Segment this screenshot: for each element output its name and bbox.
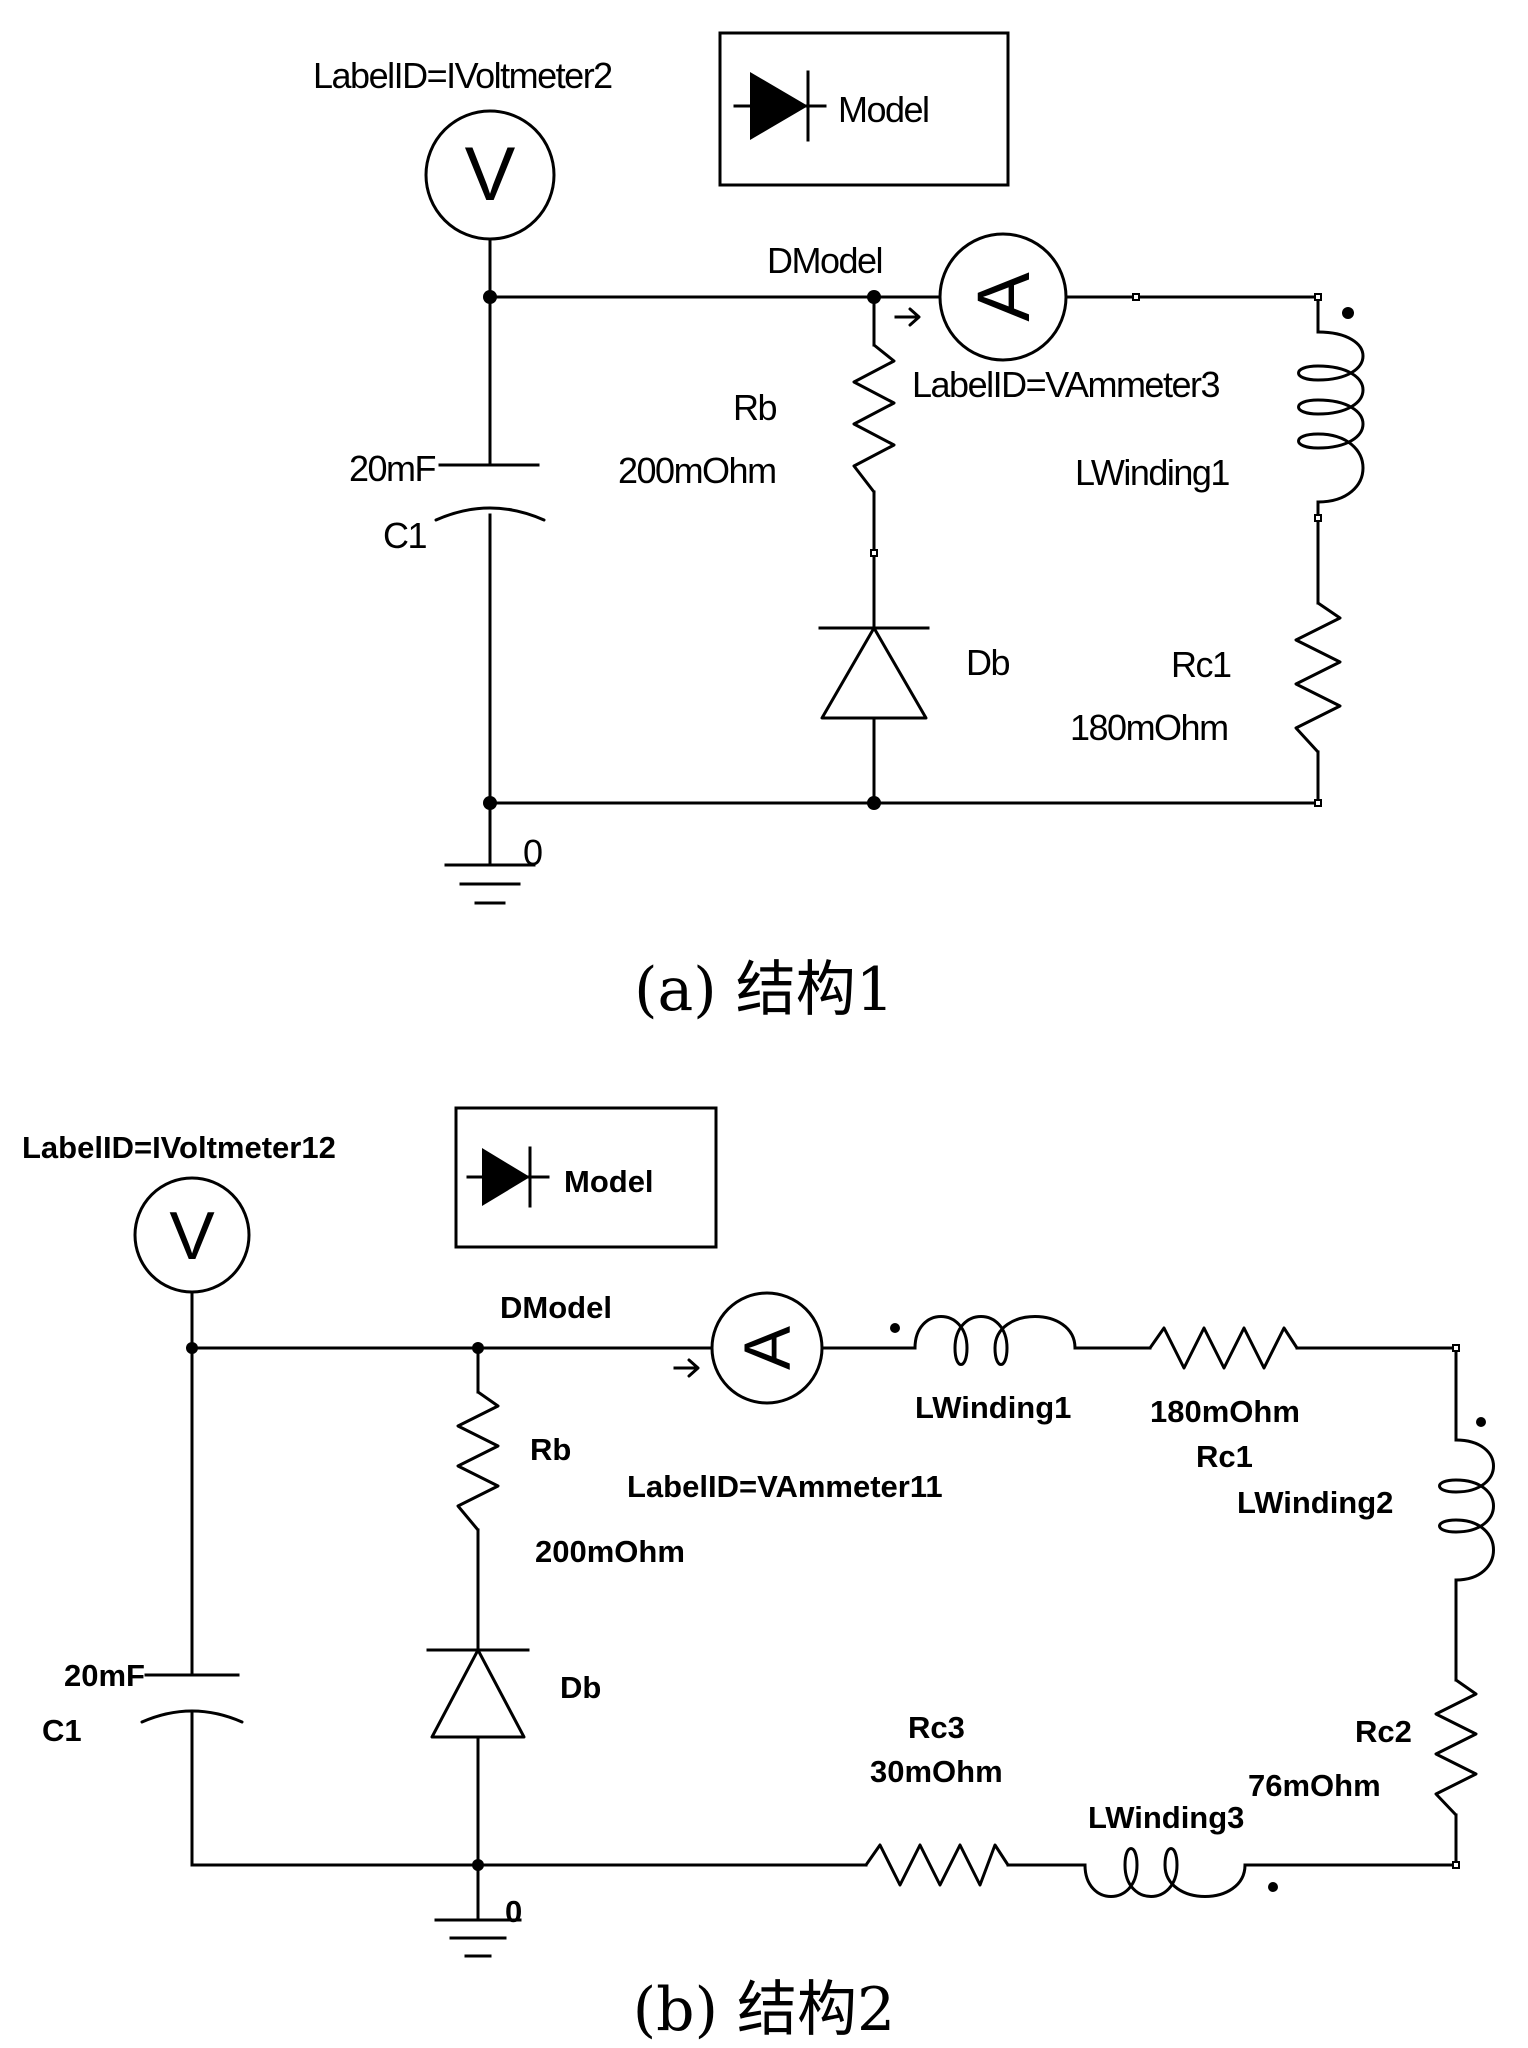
- polarity-dot: [1342, 307, 1354, 319]
- cap-name-a: C1: [383, 515, 426, 556]
- lwinding1-label-b: LWinding1: [915, 1390, 1071, 1425]
- pin-marker: [870, 549, 878, 557]
- schematic-b: LabelID=IVoltmeter12 V Model: [22, 1106, 1495, 2045]
- junction-dot: [483, 796, 497, 810]
- arrow-icon: [673, 1358, 700, 1378]
- model-box-a: [718, 31, 1010, 187]
- cap-name-b: C1: [42, 1713, 82, 1748]
- pin-marker: [1314, 514, 1322, 522]
- lwinding2-label-b: LWinding2: [1237, 1485, 1393, 1520]
- junction-dot: [483, 290, 497, 304]
- diode-db-a: [818, 626, 930, 720]
- rb-name-b: Rb: [530, 1432, 571, 1467]
- resistor-rc1-a: [1294, 601, 1342, 754]
- rc1-value-a: 180mOhm: [1070, 707, 1228, 748]
- rb-value-b: 200mOhm: [535, 1534, 685, 1569]
- resistor-rc2-b: [1434, 1678, 1478, 1817]
- resistor-rb-a: [852, 343, 896, 494]
- diode-icon: [733, 70, 827, 142]
- cap-value-b: 20mF: [64, 1658, 145, 1693]
- ammeter-symbol-b: A: [730, 1326, 804, 1370]
- inductor-lwinding2-b: [1438, 1438, 1495, 1582]
- lwinding1-label-a: LWinding1: [1075, 452, 1229, 493]
- rc2-value-b: 76mOhm: [1248, 1768, 1381, 1803]
- lwinding3-label-b: LWinding3: [1088, 1800, 1244, 1835]
- junction-dot: [867, 796, 881, 810]
- junction-dot: [867, 290, 881, 304]
- cap-value-a: 20mF: [349, 448, 436, 489]
- pin-marker: [1452, 1861, 1460, 1869]
- ground-symbol-a: [444, 863, 536, 905]
- ammeter-label-b: LabelID=VAmmeter11: [627, 1469, 943, 1504]
- rc3-name-b: Rc3: [908, 1710, 965, 1745]
- db-label-a: Db: [966, 642, 1009, 683]
- diode-icon: [466, 1146, 550, 1208]
- junction-dot: [472, 1342, 484, 1354]
- rc1-value-b: 180mOhm: [1150, 1394, 1300, 1429]
- resistor-rc1-b: [1148, 1326, 1299, 1370]
- diode-db-b: [426, 1648, 530, 1739]
- rb-name-a: Rb: [733, 387, 776, 428]
- rc1-name-a: Rc1: [1171, 644, 1231, 685]
- ammeter-symbol-a: A: [962, 272, 1045, 322]
- ammeter-b: [710, 1291, 824, 1405]
- polarity-dot: [1268, 1882, 1278, 1892]
- voltmeter-symbol-b: V: [169, 1198, 215, 1274]
- polarity-dot: [1476, 1417, 1486, 1427]
- capacitor-c1-a: [434, 463, 546, 522]
- caption-a: (a) 结构1: [634, 955, 894, 1025]
- model-label-a: Model: [838, 89, 929, 130]
- resistor-rb-b: [456, 1390, 500, 1532]
- model-box-b: [454, 1106, 718, 1249]
- rc2-name-b: Rc2: [1355, 1714, 1412, 1749]
- inductor-lwinding1-b: [913, 1315, 1077, 1366]
- capacitor-c1-b: [140, 1673, 244, 1724]
- db-label-b: Db: [560, 1670, 601, 1705]
- ammeter-label-a: LabelID=VAmmeter3: [912, 364, 1219, 405]
- dmodel-label-b: DModel: [500, 1290, 612, 1325]
- schematic-a: LabelID=IVoltmeter2 V Model 0: [313, 31, 1365, 1025]
- resistor-rc3-b: [864, 1843, 1010, 1887]
- junction-dot: [186, 1342, 198, 1354]
- junction-dot: [472, 1859, 484, 1871]
- voltmeter-label-a: LabelID=IVoltmeter2: [313, 55, 612, 96]
- inductor-lwinding3-b: [1083, 1847, 1247, 1898]
- arrow-icon: [894, 307, 921, 327]
- dmodel-label-a: DModel: [767, 240, 882, 281]
- inductor-lwinding1-a: [1297, 330, 1365, 504]
- ground-symbol-b: [434, 1918, 522, 1958]
- pin-marker: [1132, 293, 1140, 301]
- rc3-value-b: 30mOhm: [870, 1754, 1003, 1789]
- rb-value-a: 200mOhm: [618, 450, 776, 491]
- voltmeter-label-b: LabelID=IVoltmeter12: [22, 1130, 336, 1165]
- pin-marker: [1314, 799, 1322, 807]
- rc1-name-b: Rc1: [1196, 1439, 1253, 1474]
- voltmeter-symbol-a: V: [465, 132, 516, 217]
- caption-b: (b) 结构2: [633, 1975, 895, 2045]
- polarity-dot: [890, 1323, 900, 1333]
- ammeter-a: [938, 232, 1068, 362]
- pin-marker: [1452, 1344, 1460, 1352]
- ground-label-a: 0: [523, 832, 542, 873]
- ground-label-b: 0: [505, 1894, 522, 1929]
- pin-marker: [1314, 293, 1322, 301]
- model-label-b: Model: [564, 1164, 654, 1199]
